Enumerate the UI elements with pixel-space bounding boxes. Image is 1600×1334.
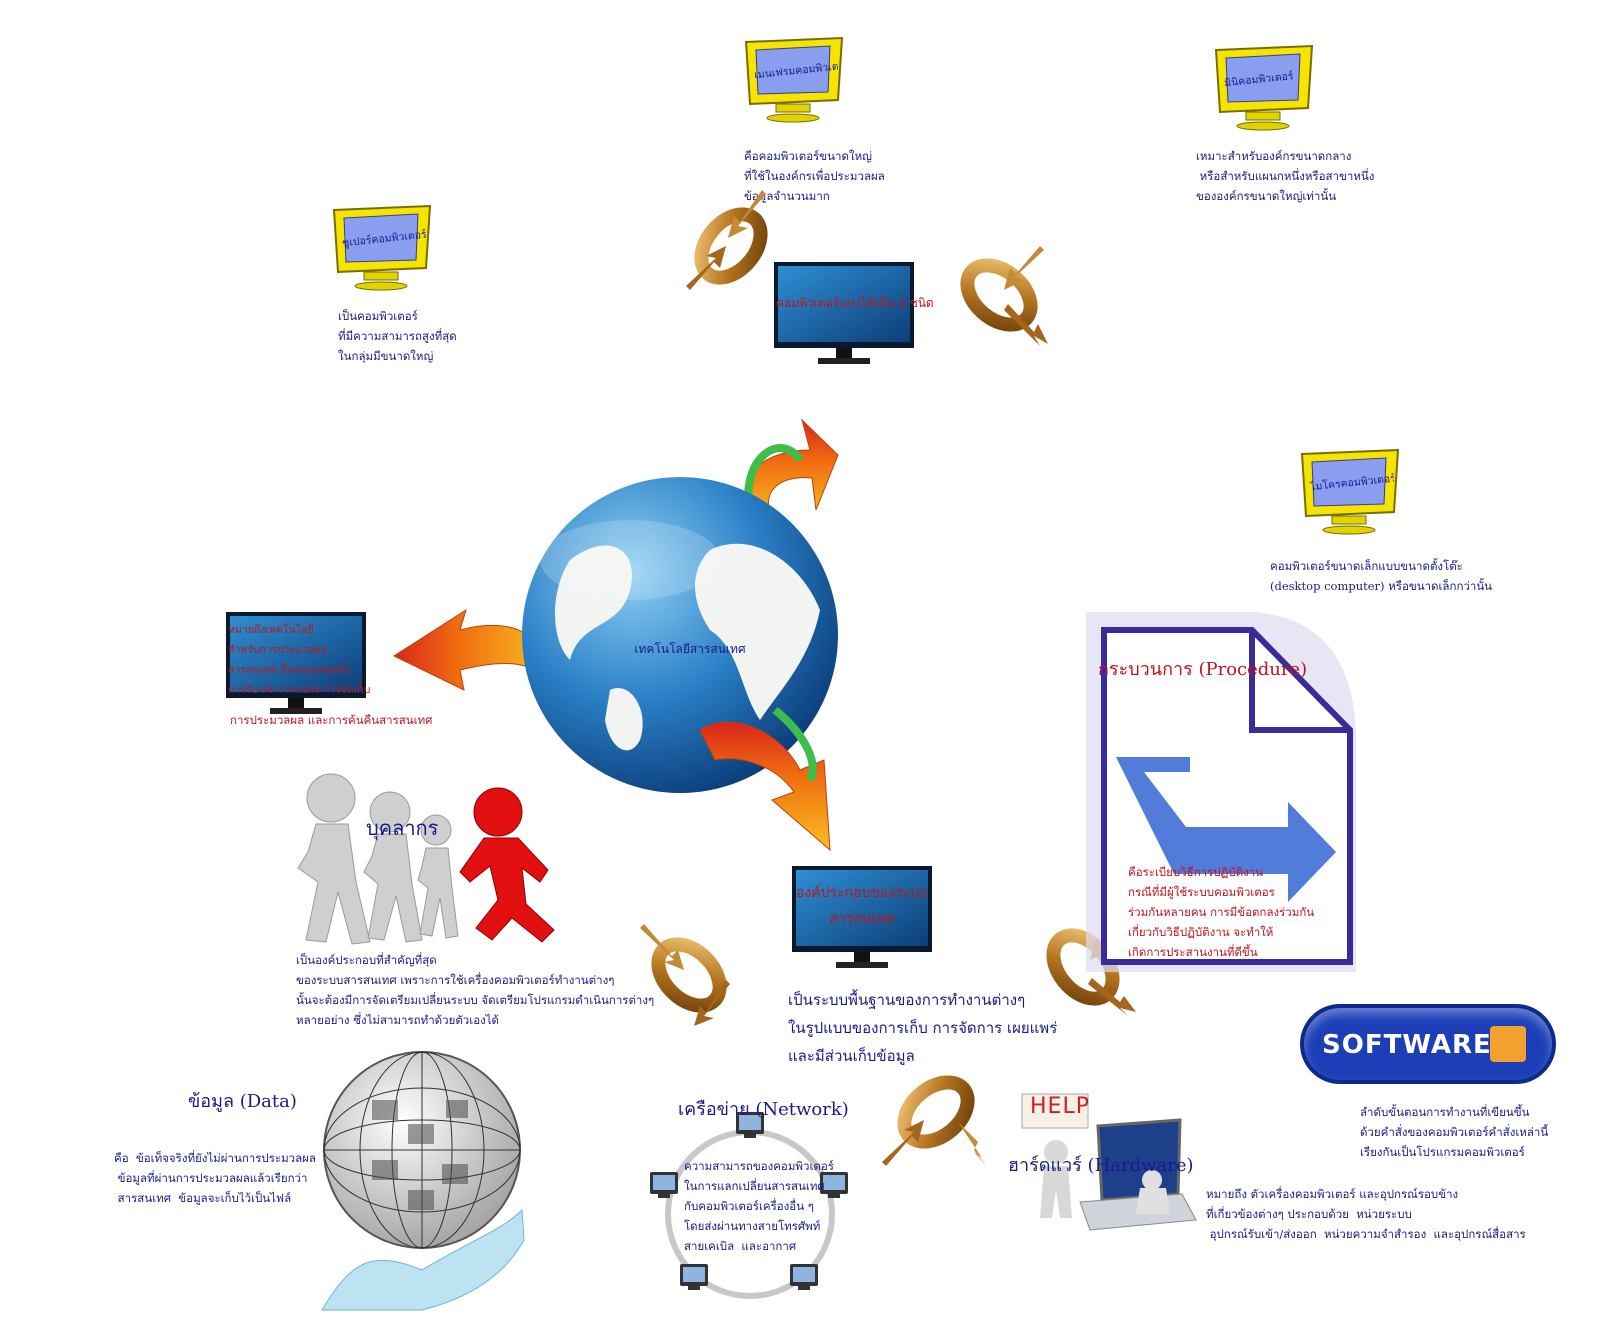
procedure-document-icon [1086,612,1356,972]
center-label: เทคโนโลยีสารสนเทศ [634,642,746,656]
software-badge-label: SOFTWARE [1322,1030,1492,1060]
knot-arrow-icon [640,924,730,1026]
software-badge: SOFTWARE [1300,1004,1556,1084]
it-meaning-extra: การประมวลผล และการค้นคืนสารสนเทศ [230,713,433,727]
help-sign-text: HELP [1030,1094,1090,1119]
people-figures-icon [297,773,555,945]
components-title: องค์ประกอบของระบบ สารสนเทศ [796,885,928,927]
it-meaning-monitor: หมายถึงเทคโนโลยี สำหรับการประมวลผล สารสน… [224,612,371,722]
data-label: ข้อมูล (Data) [188,1091,297,1112]
supercomputer-icon: ซูเปอร์คอมพิวเตอร์ [330,204,434,292]
knot-arrow-icon [882,1075,986,1166]
computer-types-title: คอมพิวเตอร์แบ่งได้เป็น 4 ชนิด [776,296,934,310]
hardware-label: ฮาร์ดแวร์ (Hardware) [1008,1155,1194,1176]
supercomputer-description: เป็นคอมพิวเตอร์ ที่มีความสามารถสูงที่สุด… [338,309,457,363]
components-monitor: องค์ประกอบของระบบ สารสนเทศ [790,866,934,976]
people-description: เป็นองค์ประกอบที่สำคัญที่สุด ของระบบสารส… [296,953,655,1027]
data-description: คือ ข้อเท็จจริงที่ยังไม่ผ่านการประมวลผล … [114,1151,316,1205]
globe-with-arrows [392,418,839,852]
mainframe-computer-icon: เมนเฟรมคอมพิวเตอร์ [742,36,846,124]
hardware-laptop-icon [1021,1093,1197,1231]
data-sphere-icon [321,1051,525,1311]
minicomputer-icon: มินิคอมพิวเตอร์ [1212,44,1316,132]
microcomputer-icon: ไมโครคอมพิวเตอร์ [1298,448,1402,536]
microcomputer-description: คอมพิวเตอร์ขนาดเล็กแบบขนาดตั้งโต๊ะ (desk… [1270,559,1493,593]
arrow-down-icon [699,721,831,852]
network-ring-icon [650,1112,848,1299]
components-description: เป็นระบบพื้นฐานของการทำงานต่างๆ ในรูปแบบ… [788,991,1058,1065]
people-label: บุคลากร [366,816,439,840]
network-description: ความสามารถของคอมพิวเตอร์ ในการแลกเปลี่ยน… [684,1159,834,1253]
network-label: เครือข่าย (Network) [678,1099,849,1120]
computer-types-monitor: คอมพิวเตอร์แบ่งได้เป็น 4 ชนิด [772,262,934,372]
hardware-description: หมายถึง ตัวเครื่องคอมพิวเตอร์ และอุปกรณ์… [1206,1187,1526,1241]
mainframe-description: คือคอมพิวเตอร์ขนาดใหญ่ ที่ใช้ในองค์กรเพื… [744,149,885,203]
procedure-label: กระบวนการ (Procedure) [1098,659,1308,680]
procedure-description: คือระเบียบวิธีการปฏิบัติงาน กรณีที่มีผู้… [1128,865,1315,959]
it-meaning-text: หมายถึงเทคโนโลยี สำหรับการประมวลผล สารสน… [228,624,371,696]
software-description: ลำดับขั้นตอนการทำงานที่เขียนขึ้น ด้วยคำส… [1360,1105,1549,1159]
software-box-icon [1490,1026,1526,1062]
knot-arrow-icon [960,246,1048,346]
knot-arrow-icon [686,190,768,290]
minicomputer-description: เหมาะสำหรับองค์กรขนาดกลาง หรือสำหรับแผนก… [1196,149,1375,203]
